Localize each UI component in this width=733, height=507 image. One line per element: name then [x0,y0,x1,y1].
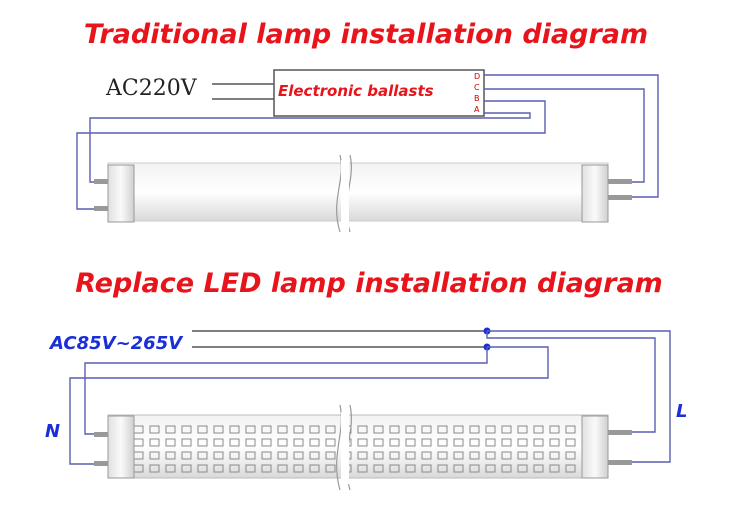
terminal-c: C [474,83,480,92]
pin-right-top [608,179,632,184]
wire-d-right-top [484,74,659,198]
led-pin-left-bottom [94,461,108,466]
live-label: L [676,401,687,422]
terminal-a: A [474,105,480,114]
led-pin-right-bottom [608,460,632,465]
traditional-title: Traditional lamp installation diagram [84,19,648,50]
neutral-wire-left-top [84,347,488,435]
fluorescent-tube [107,154,609,233]
traditional-voltage-label: AC220V [105,76,198,101]
led-title: Replace LED lamp installation diagram [75,268,663,299]
pin-left-top [94,179,108,184]
led-tube [107,404,609,491]
terminal-b: B [474,94,480,103]
neutral-label: N [45,421,60,442]
live-wire-right-top [486,331,656,433]
ballast-box [273,69,485,117]
led-voltage-label: AC85V~265V [48,333,184,354]
live-wire-right-bottom [487,330,671,463]
wire-c-right-bottom [484,88,645,183]
pin-left-bottom [94,206,108,211]
tube-cap-right [581,164,609,223]
wire-a-left-top [89,112,531,183]
led-cap-right [581,415,609,479]
pin-right-bottom [608,195,632,200]
tube-cap-left [107,164,135,223]
terminal-d: D [474,72,480,81]
led-pin-left-top [94,432,108,437]
neutral-wire-left-bottom [69,346,549,465]
wire-b-left-bottom [76,100,546,210]
led-pin-right-top [608,430,632,435]
led-cap-left [107,415,135,479]
ballast-label: Electronic ballasts [278,82,434,100]
